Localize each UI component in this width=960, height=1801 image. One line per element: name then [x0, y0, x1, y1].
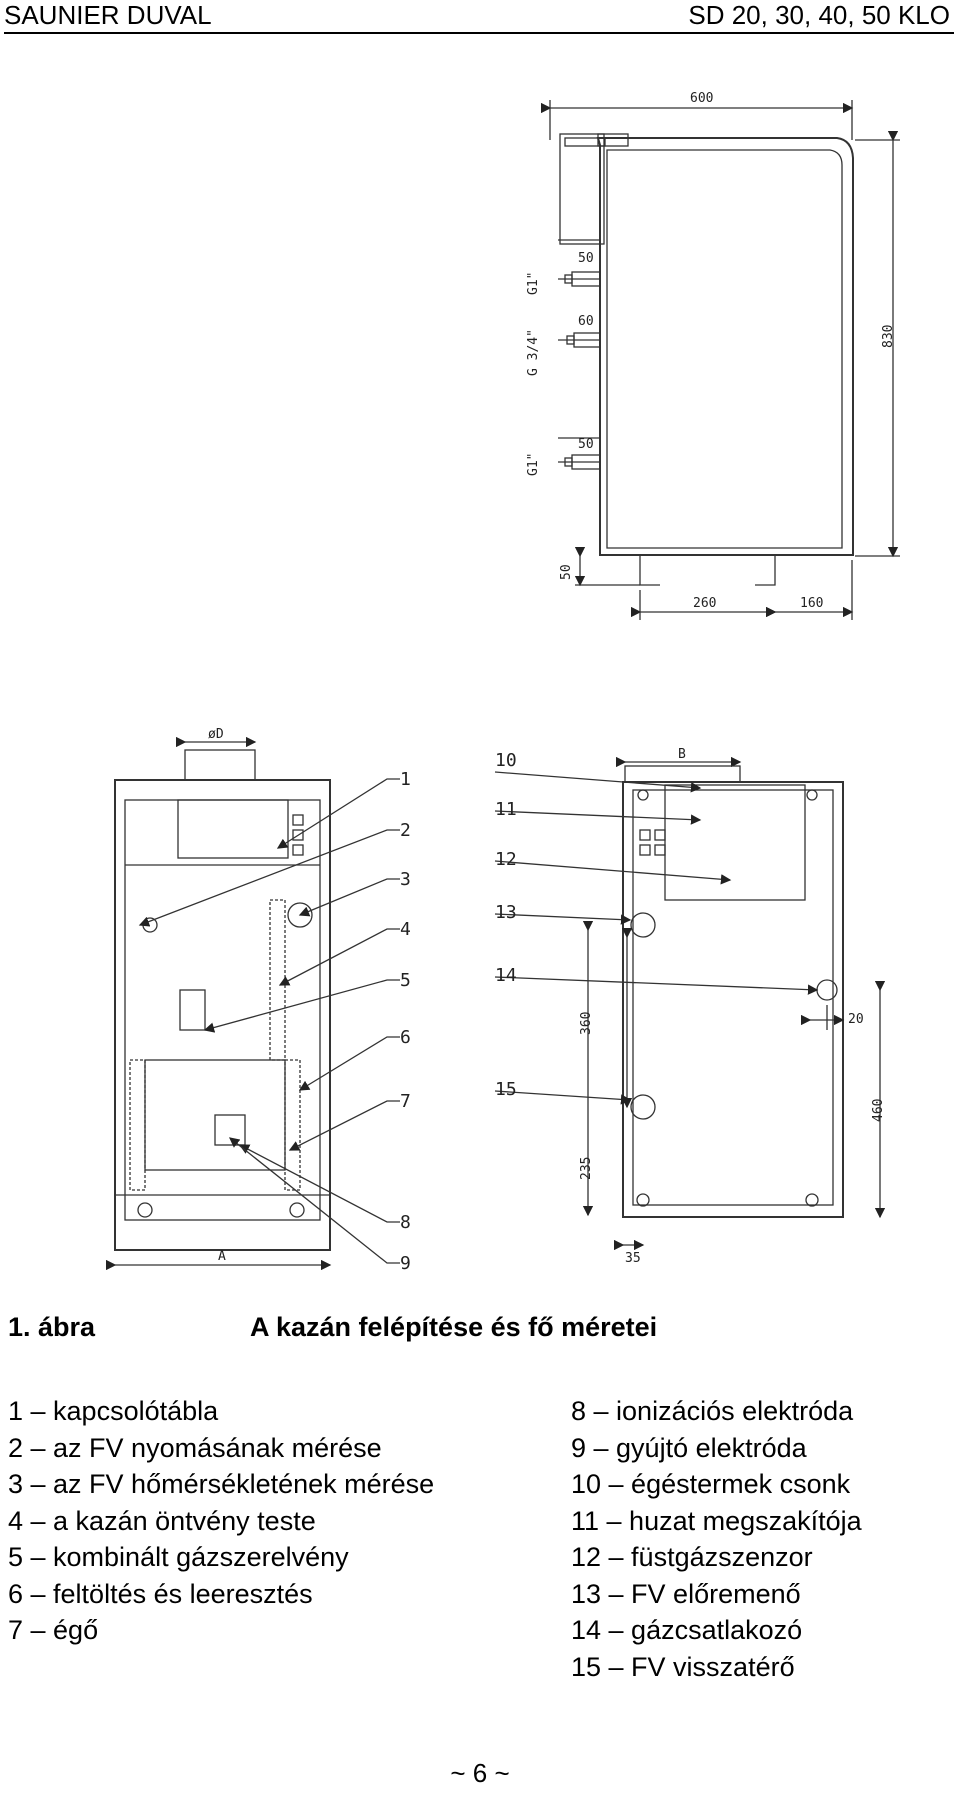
- legend-item: 1 – kapcsolótábla: [8, 1396, 219, 1426]
- legend-item: 3 – az FV hőmérsékletének mérése: [8, 1469, 435, 1499]
- dim-50-low: 50: [578, 437, 594, 452]
- callout-14: 14: [495, 965, 517, 986]
- legend-item: 7 – égő: [8, 1615, 99, 1645]
- callout-4: 4: [400, 919, 411, 940]
- callout-5: 5: [400, 970, 411, 991]
- page-number: ~ 6 ~: [450, 1758, 510, 1788]
- flue-diameter-label: øD: [208, 727, 224, 742]
- dim-830: 830: [881, 325, 896, 348]
- legend-item: 11 – huzat megszakítója: [571, 1505, 862, 1536]
- side-view: [540, 100, 900, 620]
- dim-600: 600: [690, 91, 713, 106]
- callout-9: 9: [400, 1253, 411, 1274]
- legend-item: 15 – FV visszatérő: [571, 1651, 795, 1682]
- callout-2: 2: [400, 820, 411, 841]
- legend-item: 8 – ionizációs elektróda: [571, 1396, 854, 1426]
- dim-foot-50: 50: [559, 564, 574, 580]
- legend-item: 13 – FV előremenő: [571, 1578, 801, 1609]
- rear-view: [494, 756, 886, 1251]
- callout-8: 8: [400, 1212, 411, 1233]
- header-models: SD 20, 30, 40, 50 KLO: [688, 0, 950, 30]
- callout-13: 13: [495, 902, 517, 923]
- figure-number: 1. ábra: [8, 1312, 96, 1342]
- dim-60: 60: [578, 314, 594, 329]
- legend-item: 14 – gázcsatlakozó: [571, 1615, 803, 1645]
- callout-6: 6: [400, 1027, 411, 1048]
- figure-title: A kazán felépítése és fő méretei: [250, 1312, 658, 1342]
- legend-right: 8 – ionizációs elektróda 9 – gyújtó elek…: [571, 1393, 862, 1685]
- header-rule: [4, 32, 954, 34]
- thread-top: G1": [526, 272, 541, 295]
- dim-360: 360: [579, 1012, 594, 1035]
- legend-item: 4 – a kazán öntvény teste: [8, 1505, 316, 1536]
- legend-item: 6 – feltöltés és leeresztés: [8, 1578, 313, 1609]
- legend-item: 12 – füstgázszenzor: [571, 1542, 813, 1572]
- legend-item: 2 – az FV nyomásának mérése: [8, 1432, 382, 1463]
- callout-12: 12: [495, 849, 517, 870]
- callout-7: 7: [400, 1091, 411, 1112]
- legend-item: 10 – égéstermek csonk: [571, 1469, 851, 1499]
- dim-260: 260: [693, 596, 716, 611]
- thread-mid: G 3/4": [526, 329, 541, 376]
- technical-drawing: 600 830 50 60 50 G1" G 3/4" G1" 50 260 1…: [105, 91, 900, 1274]
- front-view: [105, 736, 400, 1271]
- legend-item: 5 – kombinált gázszerelvény: [8, 1542, 349, 1572]
- legend-left: 1 – kapcsolótábla 2 – az FV nyomásának m…: [8, 1393, 434, 1649]
- callout-10: 10: [495, 750, 517, 771]
- dim-20: 20: [848, 1012, 864, 1027]
- dim-235: 235: [579, 1157, 594, 1180]
- dim-460: 460: [871, 1099, 886, 1122]
- width-b-label: B: [678, 747, 686, 762]
- callout-1: 1: [400, 769, 411, 790]
- dim-50-top: 50: [578, 251, 594, 266]
- thread-low: G1": [526, 453, 541, 476]
- header-brand: SAUNIER DUVAL: [4, 0, 212, 30]
- legend-item: 9 – gyújtó elektróda: [571, 1432, 807, 1463]
- callout-11: 11: [495, 799, 517, 820]
- callout-3: 3: [400, 869, 411, 890]
- dim-35: 35: [625, 1251, 641, 1266]
- width-a-label: A: [218, 1249, 226, 1264]
- callout-15: 15: [495, 1079, 517, 1100]
- dim-160: 160: [800, 596, 823, 611]
